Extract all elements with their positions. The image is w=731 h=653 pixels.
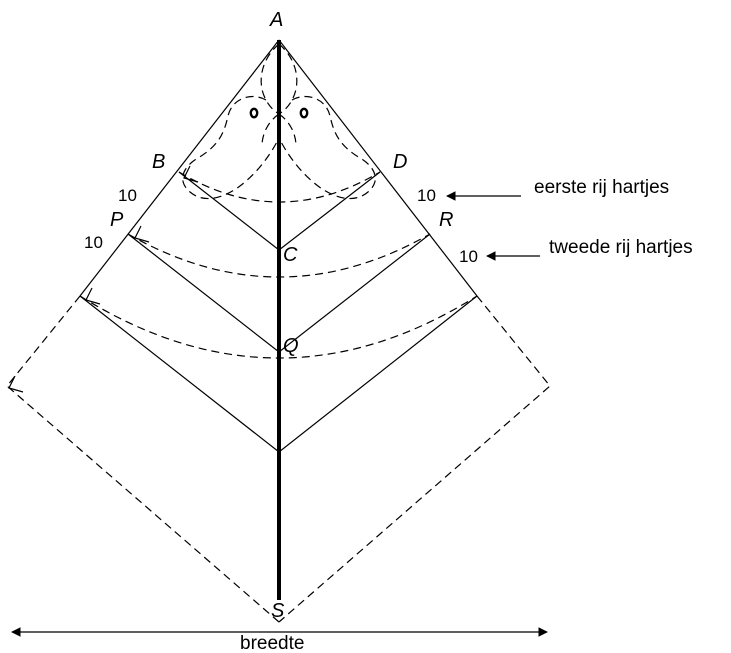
measure-right-lower: 10 [459, 247, 478, 266]
label-point-c: C [283, 244, 298, 266]
label-point-p: P [110, 209, 124, 231]
fold-line-bottom [79, 295, 478, 453]
annotation-first-row: eerste rij hartjes [534, 177, 669, 198]
fold-line-b-c-d [178, 171, 381, 251]
annotation-second-row: tweede rij hartjes [549, 237, 693, 258]
arc-third-row [79, 295, 478, 359]
label-point-b: B [152, 151, 165, 173]
label-point-a: A [269, 9, 283, 31]
eye-right-icon [299, 107, 309, 119]
side-a-left [79, 39, 280, 297]
arc-second-row [127, 233, 431, 278]
annotation-width: breedte [240, 633, 304, 653]
right-angle-lower-left [85, 287, 101, 305]
measure-left-lower: 10 [84, 233, 103, 252]
eye-left-icon [249, 107, 259, 119]
label-point-r: R [439, 209, 453, 231]
outer-square-left [6, 295, 280, 623]
right-angle-outer-left [8, 375, 24, 393]
outer-square-right [278, 295, 551, 623]
label-point-q: Q [283, 335, 299, 357]
right-angle-p [134, 225, 150, 243]
arc-first-row [178, 171, 381, 203]
label-point-s: S [271, 600, 285, 622]
heart-decoration [182, 43, 376, 200]
measure-left-upper: 10 [118, 186, 137, 205]
side-a-right [278, 39, 478, 297]
label-point-d: D [393, 151, 407, 173]
fold-line-p-q-r [127, 233, 431, 353]
right-angle-b [183, 165, 199, 183]
measure-right-upper: 10 [417, 186, 436, 205]
